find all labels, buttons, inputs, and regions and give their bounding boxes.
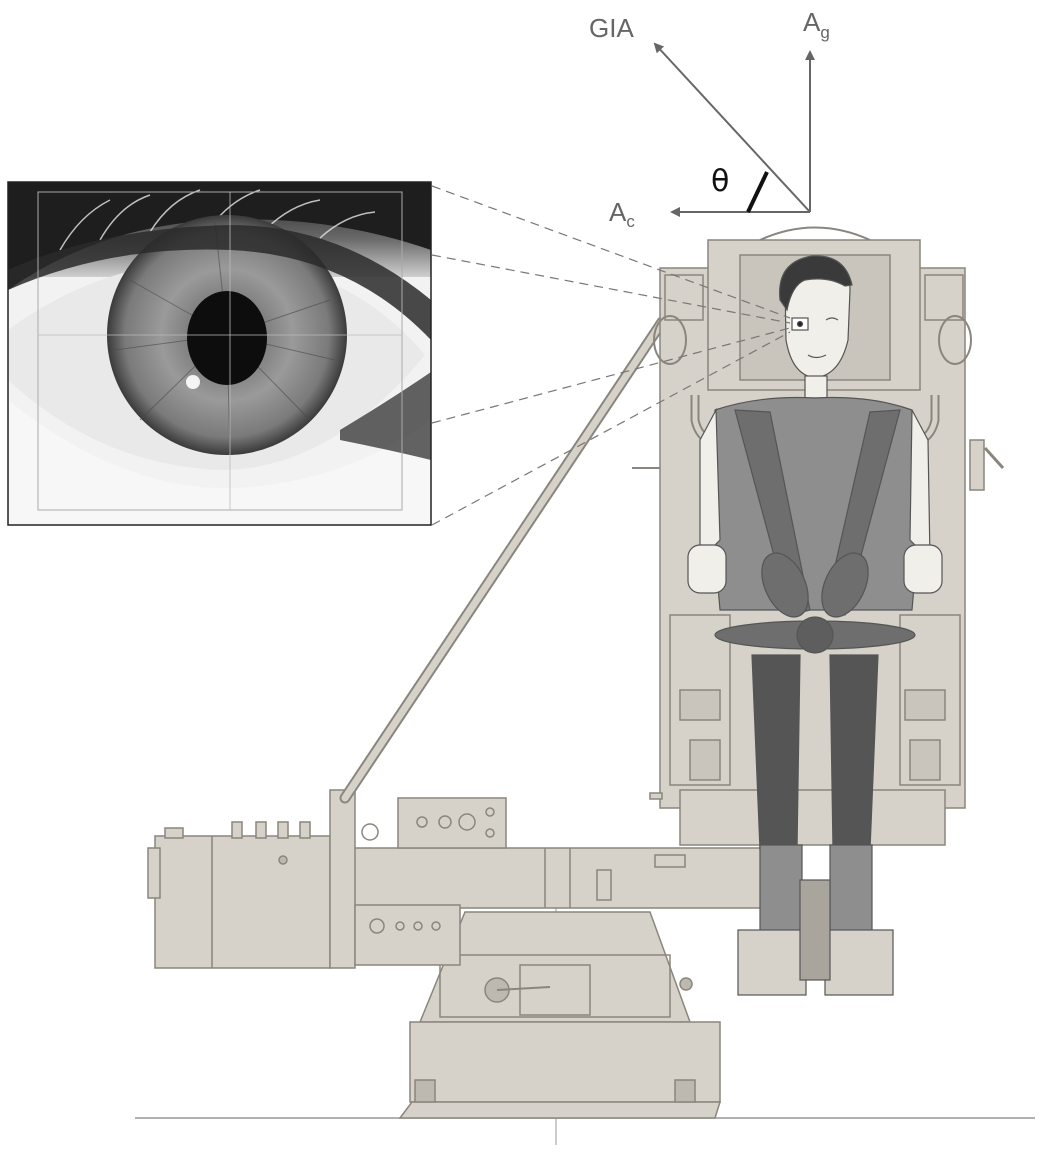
seated-subject	[687, 255, 943, 996]
eye-image-border	[7, 181, 432, 526]
angle-marker	[746, 171, 769, 213]
projection-lines	[431, 185, 791, 526]
gia-label: GIA	[589, 13, 634, 43]
pedestal-base	[398, 911, 722, 1119]
hair	[779, 255, 853, 312]
ag-label: Ag	[803, 7, 830, 42]
ac-label-main: A	[609, 197, 627, 227]
ag-label-subscript: g	[820, 23, 829, 42]
angle-theta-label: θ	[711, 164, 729, 199]
eye-closeup-image	[8, 182, 431, 525]
ac-label: Ac	[609, 197, 635, 231]
vector-diagram: GIA Ag Ac θ	[589, 7, 830, 231]
ag-label-main: A	[803, 7, 821, 37]
gia-vector-arrow	[653, 42, 811, 213]
ac-label-subscript: c	[626, 212, 635, 231]
centrifuge-arm	[147, 789, 771, 969]
